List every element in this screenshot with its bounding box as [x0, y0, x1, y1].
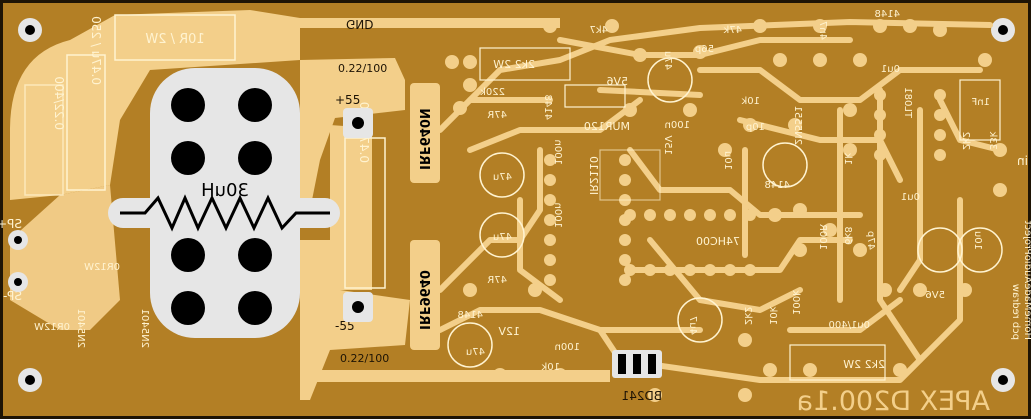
- lbl-10p: 10p: [746, 122, 765, 133]
- lbl-100k: 100k: [790, 290, 801, 315]
- lbl-47u-c: 47u: [493, 232, 512, 243]
- lbl-0u1-400: 0u1/400: [828, 320, 870, 331]
- r-0r12-b: 0R12W: [34, 322, 70, 333]
- lbl-1k: 1k: [842, 153, 853, 165]
- sp-plus-label: SP+: [0, 217, 22, 231]
- lbl-0u1-b: 0u1: [901, 192, 920, 203]
- ic-ir2110: [544, 154, 631, 286]
- lbl-10u-b: 10u: [972, 231, 983, 250]
- lbl-56p: 56p: [695, 44, 714, 55]
- lbl-4k7: 4k7: [589, 25, 608, 36]
- q-2n5401-a: 2N5401: [75, 309, 86, 348]
- gnd-label: GND: [346, 17, 374, 31]
- lbl-5v6: 5V6: [606, 75, 628, 88]
- lbl-1nf: 1nF: [971, 97, 990, 108]
- lbl-6k8: 6k8: [842, 226, 853, 245]
- lbl-4n7: 4n7: [817, 21, 828, 40]
- board-title: APEX D200.1a: [796, 386, 990, 417]
- q-2n5401-b: 2N5401: [139, 309, 150, 348]
- speaker-pads: [8, 230, 28, 292]
- resistor-10r-outline: [114, 14, 236, 61]
- lbl-10k: 10k: [741, 96, 760, 107]
- resistor-10r-label: 10R / 2W: [145, 32, 204, 47]
- lbl-2k2-bottom: 2k2 2W: [843, 358, 885, 371]
- lbl-33k: 33k: [987, 131, 998, 150]
- cap-left-outline: [66, 54, 106, 191]
- lbl-4148-mid: 4148: [542, 95, 553, 120]
- lbl-47u-b: 47u: [493, 172, 512, 183]
- cap-left-outline-2: [24, 84, 64, 196]
- lbl-47r-b: 47R: [487, 275, 507, 286]
- lbl-4148-low: 4148: [765, 180, 790, 191]
- bd241: [612, 350, 662, 378]
- mounting-holes: [18, 18, 1015, 392]
- lbl-2k2: 2k2: [960, 131, 971, 150]
- r-0r12-a: 0R12W: [84, 262, 120, 273]
- component-outlines: [479, 47, 1001, 381]
- lbl-10k-b: 10k: [541, 362, 560, 373]
- lbl-47k: 47k: [723, 25, 742, 36]
- lbl-47r-a: 47R: [487, 110, 507, 121]
- lbl-4148-low2: 4148: [458, 310, 483, 321]
- ic-ir2110-label: IR2110: [587, 156, 600, 195]
- lbl-100r: 100R: [817, 224, 828, 250]
- inductor-body: [108, 198, 340, 228]
- cap-top-label: 0.22/100: [338, 62, 387, 75]
- credit-line-1: pcb redraw: [1010, 284, 1021, 340]
- ic-tl081: [874, 89, 946, 161]
- lbl-2n5551: 2N5551: [792, 106, 803, 145]
- lbl-10u: 10u: [722, 151, 733, 170]
- electrolytic-caps: [447, 57, 1003, 368]
- lbl-0u1: 0u1: [881, 64, 900, 75]
- ic-74hc00: [624, 209, 756, 276]
- lbl-100n-d: 100n: [555, 342, 580, 353]
- credit-line-2: HomeMadeAudioProject: [1022, 220, 1031, 340]
- cap-bottom-label: 0.22/100: [340, 352, 389, 365]
- lbl-4u7: 4u7: [687, 316, 698, 335]
- inductor-holes: [171, 88, 272, 325]
- silk-labels: 2k2 2W 220k 47R 4148 4k7 47k 4148 56p 5V…: [458, 9, 1028, 373]
- irf-top-label: IRF640N: [416, 108, 431, 170]
- lbl-220k: 220k: [480, 87, 505, 98]
- irf-bottom-label: IRF9640: [416, 270, 431, 330]
- lbl-in: in: [1017, 154, 1028, 168]
- ic-74hc00-label: 74HC00: [696, 235, 740, 248]
- inductor-label: 30uH: [201, 180, 249, 201]
- minus55-label: -55: [335, 319, 355, 333]
- inductor-coil: [120, 194, 330, 232]
- lbl-100n-b: 100n: [552, 140, 563, 165]
- cap-left-label-2: 0.47u / 250: [89, 16, 103, 85]
- component-pads: [445, 19, 1007, 402]
- power-copper-pours: [10, 10, 610, 400]
- lbl-100n-a: 100n: [665, 120, 690, 131]
- lbl-47u-d: 47u: [466, 347, 485, 358]
- lbl-4148-top: 4148: [875, 9, 900, 20]
- lbl-5v6-b: 5V6: [925, 290, 945, 301]
- ic-tl081-label: TL081: [902, 87, 913, 119]
- lbl-mur120: MUR120: [584, 120, 630, 133]
- lbl-2k2-c: 2k2: [742, 306, 753, 325]
- lbl-2k2-top: 2k2 2W: [493, 58, 535, 71]
- bd241-label: BD241: [622, 389, 662, 403]
- lbl-10k-c: 10k: [767, 306, 778, 325]
- sp-minus-label: SP-: [3, 289, 22, 303]
- lbl-100n-c: 100n: [552, 203, 563, 228]
- lbl-47p: 47p: [865, 231, 876, 250]
- plus55-label: +55: [335, 93, 360, 107]
- lbl-15v: 15V: [662, 135, 673, 155]
- lbl-47u-a: 47u: [662, 51, 673, 70]
- lbl-12v: 12V: [498, 325, 520, 338]
